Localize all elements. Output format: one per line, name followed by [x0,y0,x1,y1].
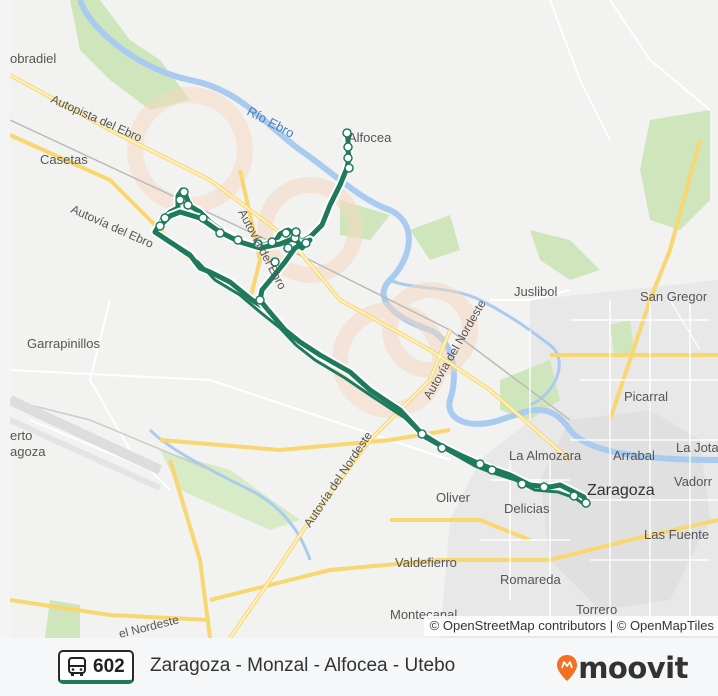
route-stop[interactable] [183,200,193,210]
route-stop[interactable] [301,238,311,248]
route-stop[interactable] [215,228,225,238]
moovit-logo[interactable]: moovit [556,651,688,685]
route-stop[interactable] [343,153,353,163]
place-label-san-gregorio: San Gregor [640,289,708,304]
route-stop[interactable] [198,213,208,223]
place-label-alfocea: Alfocea [348,130,392,145]
route-stop[interactable] [344,163,354,173]
route-stop[interactable] [581,498,591,508]
route-stop[interactable] [417,429,427,439]
place-label-casetas: Casetas [40,152,88,167]
route-stop[interactable] [155,221,165,231]
map-canvas: obradiel Casetas Alfocea Juslibol San Gr… [10,0,718,638]
map-attribution[interactable]: © OpenStreetMap contributors | © OpenMap… [423,616,718,636]
place-label-las-fuentes: Las Fuente [644,527,709,542]
airport [10,395,163,491]
map-view[interactable]: obradiel Casetas Alfocea Juslibol San Gr… [10,0,718,638]
place-label-sobradiel: obradiel [10,51,56,66]
place-label-picarral: Picarral [624,389,668,404]
route-stop[interactable] [179,187,189,197]
place-label-aeropuerto-2: agoza [10,444,46,459]
background-rings [127,87,478,418]
route-stop[interactable] [517,479,527,489]
place-label-garrapinillos: Garrapinillos [27,336,100,351]
route-stop[interactable] [475,459,485,469]
route-stop[interactable] [267,237,277,247]
route-stop[interactable] [343,142,353,152]
road-label-autovia-ebro: Autovía del Ebro [69,202,156,251]
route-name: Zaragoza - Monzal - Alfocea - Utebo [150,655,456,676]
location-pin-icon [557,655,578,681]
brand-name: moovit [578,651,688,685]
road-label-autopista-ebro: Autopista del Ebro [49,92,145,145]
route-number: 602 [93,656,125,677]
route-stop[interactable] [255,295,265,305]
route-footer: 602 Zaragoza - Monzal - Alfocea - Utebo … [0,638,718,696]
route-stop[interactable] [281,228,291,238]
route-stop[interactable] [487,465,497,475]
place-label-oliver: Oliver [436,490,471,505]
route-stop[interactable] [569,491,579,501]
route-stop[interactable] [283,243,293,253]
place-label-arrabal: Arrabal [613,448,655,463]
bus-icon [68,657,86,676]
route-stops[interactable] [155,128,591,508]
route-stop[interactable] [160,213,170,223]
place-label-la-jota: La Jota [676,440,718,455]
route-stop[interactable] [342,128,352,138]
route-stop[interactable] [253,239,263,249]
river-label-ebro: Río Ebro [245,103,297,140]
route-stop[interactable] [233,235,243,245]
place-label-delicias: Delicias [504,501,550,516]
route-stop[interactable] [270,257,280,267]
place-label-romareda: Romareda [500,572,561,587]
city-streets [480,299,718,620]
place-label-zaragoza: Zaragoza [587,482,655,499]
place-label-aeropuerto-1: erto [10,428,32,443]
place-label-juslibol: Juslibol [514,284,557,299]
route-stop[interactable] [539,482,549,492]
place-label-valdefierro: Valdefierro [395,555,457,570]
place-label-la-almozara: La Almozara [509,448,582,463]
route-stop[interactable] [437,443,447,453]
route-stop[interactable] [175,195,185,205]
place-label-torrero: Torrero [576,602,617,617]
route-badge[interactable]: 602 [58,650,134,684]
route-stop[interactable] [291,227,301,237]
place-label-vadorrey: Vadorr [674,474,713,489]
